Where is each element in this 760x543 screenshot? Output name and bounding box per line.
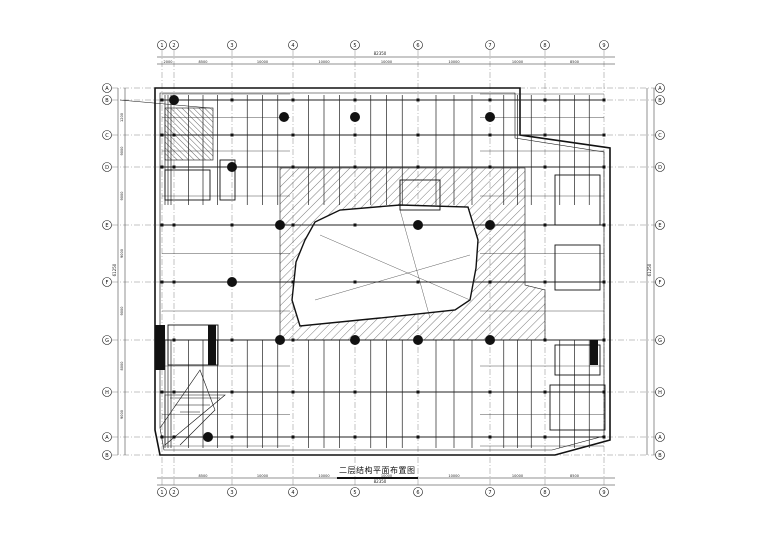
atrium-opening bbox=[291, 204, 479, 327]
svg-text:8000: 8000 bbox=[120, 362, 124, 371]
svg-text:F: F bbox=[659, 280, 662, 286]
svg-text:8500: 8500 bbox=[199, 60, 208, 64]
svg-text:B: B bbox=[105, 98, 109, 104]
svg-text:8500: 8500 bbox=[570, 60, 579, 64]
svg-text:A: A bbox=[105, 435, 109, 441]
svg-text:3: 3 bbox=[230, 490, 233, 496]
svg-text:9: 9 bbox=[602, 43, 605, 49]
svg-text:D: D bbox=[658, 165, 662, 171]
core-blocks bbox=[164, 159, 606, 431]
svg-text:9000: 9000 bbox=[120, 307, 124, 316]
svg-text:6: 6 bbox=[416, 490, 419, 496]
svg-text:9000: 9000 bbox=[120, 147, 124, 156]
svg-text:4: 4 bbox=[291, 490, 294, 496]
svg-text:9000: 9000 bbox=[120, 410, 124, 419]
svg-text:A: A bbox=[105, 86, 109, 92]
svg-text:B: B bbox=[105, 453, 109, 459]
svg-text:6: 6 bbox=[416, 43, 419, 49]
svg-text:1: 1 bbox=[160, 43, 163, 49]
svg-text:10000: 10000 bbox=[257, 60, 268, 64]
svg-text:C: C bbox=[105, 133, 109, 139]
svg-text:10000: 10000 bbox=[448, 60, 459, 64]
svg-text:3: 3 bbox=[230, 43, 233, 49]
stair-diagonal bbox=[164, 394, 226, 446]
svg-text:8: 8 bbox=[543, 490, 546, 496]
core-block-fills bbox=[155, 325, 598, 370]
svg-text:9000: 9000 bbox=[120, 249, 124, 258]
svg-text:10000: 10000 bbox=[512, 60, 523, 64]
svg-text:7: 7 bbox=[488, 43, 491, 49]
svg-text:10000: 10000 bbox=[448, 474, 459, 478]
overall-dim-top: 82350 bbox=[374, 51, 387, 56]
svg-text:8500: 8500 bbox=[199, 474, 208, 478]
overall-dim-right: 61250 bbox=[647, 263, 652, 276]
svg-text:10000: 10000 bbox=[381, 60, 392, 64]
svg-text:10000: 10000 bbox=[318, 60, 329, 64]
svg-text:C: C bbox=[658, 133, 662, 139]
svg-text:5: 5 bbox=[353, 490, 356, 496]
svg-text:10000: 10000 bbox=[318, 474, 329, 478]
svg-text:2000: 2000 bbox=[164, 60, 173, 64]
svg-text:H: H bbox=[658, 390, 662, 396]
svg-text:2: 2 bbox=[172, 43, 175, 49]
svg-text:8: 8 bbox=[543, 43, 546, 49]
column-markers bbox=[160, 95, 606, 442]
svg-text:5: 5 bbox=[353, 43, 356, 49]
overall-dim-left: 61250 bbox=[112, 263, 117, 276]
dimension-labels: 82350 82350 61250 61250 bbox=[112, 51, 652, 484]
svg-text:1200: 1200 bbox=[120, 113, 124, 122]
svg-text:D: D bbox=[105, 165, 109, 171]
svg-text:4: 4 bbox=[291, 43, 294, 49]
svg-text:2: 2 bbox=[172, 490, 175, 496]
svg-text:E: E bbox=[658, 223, 661, 229]
span-labels: 2000 8500 10000 10000 10000 10000 10000 8500 850… bbox=[120, 60, 579, 478]
svg-text:8500: 8500 bbox=[570, 474, 579, 478]
svg-text:H: H bbox=[105, 390, 109, 396]
svg-text:B: B bbox=[658, 98, 662, 104]
svg-text:G: G bbox=[105, 338, 109, 344]
svg-text:9000: 9000 bbox=[120, 192, 124, 201]
svg-text:A: A bbox=[658, 435, 662, 441]
svg-text:A: A bbox=[658, 86, 662, 92]
svg-text:10000: 10000 bbox=[257, 474, 268, 478]
svg-text:G: G bbox=[658, 338, 662, 344]
svg-text:1: 1 bbox=[160, 490, 163, 496]
overall-dim-bottom: 82350 bbox=[374, 479, 387, 484]
atrium-diagonals bbox=[314, 209, 471, 319]
svg-text:F: F bbox=[106, 280, 109, 286]
svg-text:9: 9 bbox=[602, 490, 605, 496]
svg-text:B: B bbox=[658, 453, 662, 459]
svg-text:10000: 10000 bbox=[381, 474, 392, 478]
svg-text:7: 7 bbox=[488, 490, 491, 496]
svg-text:E: E bbox=[105, 223, 108, 229]
svg-text:10000: 10000 bbox=[512, 474, 523, 478]
drawing-title: 二层结构平面布置图 bbox=[337, 465, 418, 479]
